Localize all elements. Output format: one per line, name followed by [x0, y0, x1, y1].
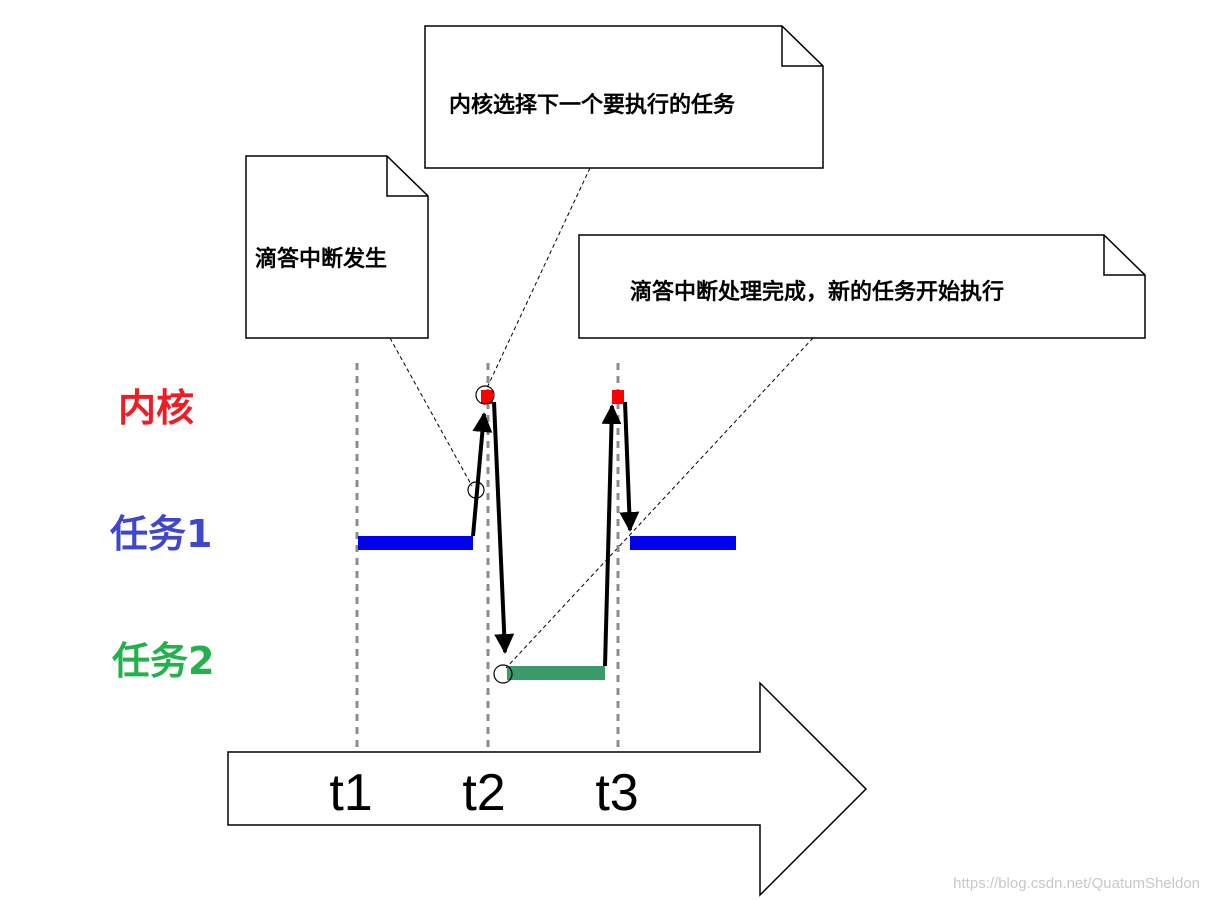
task2-run-bar [507, 666, 605, 680]
task2-start-circle [493, 664, 513, 684]
note-tick-done-text: 滴答中断处理完成，新的任务开始执行 [630, 279, 1004, 305]
note-tick-interrupt-text: 滴答中断发生 [255, 246, 387, 272]
timeline-arrow [227, 681, 868, 897]
note-kernel-select: 内核选择下一个要执行的任务 [424, 25, 824, 169]
control-flow [471, 401, 640, 667]
kernel-marker-t2 [481, 390, 493, 404]
lane-label-task1: 任务1 [110, 512, 212, 556]
tick-label-t3: t3 [595, 764, 638, 822]
leader-kernel-select [485, 167, 591, 391]
tick-label-t2: t2 [462, 764, 505, 822]
task1-run-bar-after [630, 536, 736, 550]
kernel-point-circle [475, 385, 495, 405]
note-tick-interrupt: 滴答中断发生 [245, 155, 429, 339]
lane-label-task2: 任务2 [112, 639, 214, 683]
task1-run-bar-before [358, 536, 473, 550]
note-tick-done: 滴答中断处理完成，新的任务开始执行 [578, 234, 1146, 339]
arrow-task1-to-kernel [471, 412, 493, 537]
arrow-kernel-to-task2 [492, 401, 515, 654]
leader-tick-interrupt [389, 337, 473, 487]
leader-tick-done [505, 337, 814, 669]
arrow-task2-to-kernel [601, 404, 622, 667]
lane-label-kernel: 内核 [118, 386, 194, 430]
callout-leaders [389, 167, 814, 669]
tick-label-t1: t1 [329, 764, 372, 822]
kernel-marker-t3 [612, 390, 624, 404]
arrow-kernel-to-task1 [619, 401, 640, 532]
time-guides [355, 363, 620, 752]
watermark-text: https://blog.csdn.net/QuatumSheldon [953, 875, 1200, 892]
note-kernel-select-text: 内核选择下一个要执行的任务 [449, 92, 736, 118]
